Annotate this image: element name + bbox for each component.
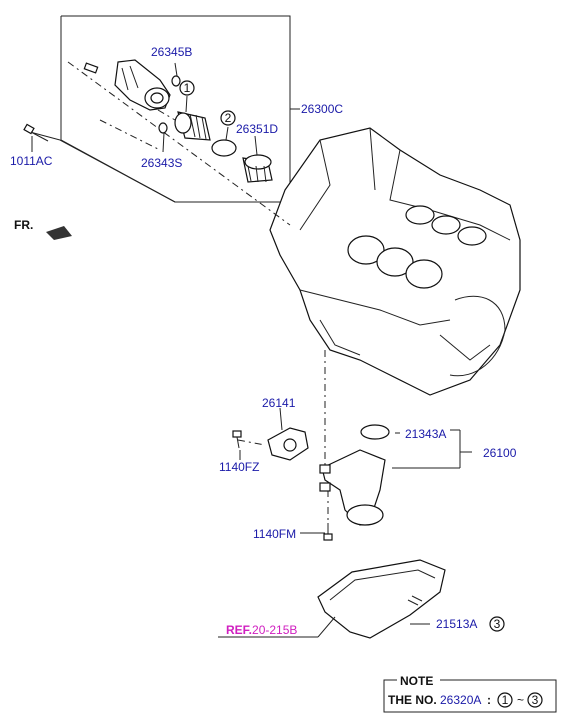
note-range-start: 1 — [502, 693, 509, 707]
reference-prefix: REF. — [226, 623, 252, 637]
cylinder-bore — [347, 235, 385, 265]
label-26300C: 26300C — [301, 102, 343, 116]
oil-strainer — [319, 449, 386, 526]
reference-number: 20-215B — [252, 623, 297, 637]
front-label: FR. — [14, 218, 33, 232]
oil-filter-element — [174, 111, 211, 141]
bolt-1140FZ — [232, 430, 242, 449]
label-26345B: 26345B — [151, 45, 192, 59]
label-26343S: 26343S — [141, 156, 182, 170]
note-box: NOTE THE NO. 26320A : 1 ~ 3 — [383, 674, 557, 713]
callout-2: 2 — [220, 110, 236, 126]
note-prefix: THE NO. — [388, 693, 437, 707]
seal-ring-26343S — [158, 122, 168, 134]
oil-pump-cover — [267, 427, 309, 461]
label-21343A: 21343A — [405, 427, 446, 441]
label-1140FM: 1140FM — [253, 527, 296, 541]
callout-3: 3 — [489, 616, 505, 632]
note-title: NOTE — [400, 674, 433, 688]
front-arrow-icon — [46, 226, 72, 240]
note-tilde: ~ — [517, 693, 524, 707]
cylinder-bore — [431, 215, 461, 235]
cylinder-bore — [405, 259, 443, 289]
leader-lines — [31, 62, 472, 638]
o-ring — [211, 139, 237, 157]
reference-link[interactable]: REF.20-215B — [226, 623, 297, 637]
cylinder-bore — [376, 247, 414, 277]
filter-cap — [242, 154, 273, 183]
oil-filter-housing — [83, 59, 171, 111]
note-range-end: 3 — [532, 693, 539, 707]
seal-ring-26345B — [171, 75, 181, 87]
label-26351D: 26351D — [236, 122, 278, 136]
oil-pan — [317, 559, 446, 639]
label-1011AC: 1011AC — [10, 154, 53, 168]
callout-2-number: 2 — [225, 111, 232, 125]
assembly-lines — [29, 61, 329, 525]
callout-3-number: 3 — [494, 617, 501, 631]
gasket-21343A — [360, 424, 390, 440]
bolt-1140FM — [323, 523, 333, 541]
note-part-number: 26320A — [440, 693, 481, 707]
label-26141: 26141 — [262, 396, 296, 410]
note-separator: : — [487, 693, 491, 707]
callout-1: 1 — [179, 80, 195, 96]
label-26100: 26100 — [483, 446, 517, 460]
bolt-1011AC — [23, 123, 49, 142]
engine-block — [269, 127, 521, 396]
front-direction-indicator: FR. — [14, 218, 72, 240]
cylinder-bore — [405, 205, 435, 225]
cylinder-bore — [457, 226, 487, 246]
callout-1-number: 1 — [184, 81, 191, 95]
filter-assembly-frame — [60, 15, 300, 203]
label-21513A: 21513A — [436, 617, 477, 631]
label-1140FZ: 1140FZ — [219, 460, 259, 474]
